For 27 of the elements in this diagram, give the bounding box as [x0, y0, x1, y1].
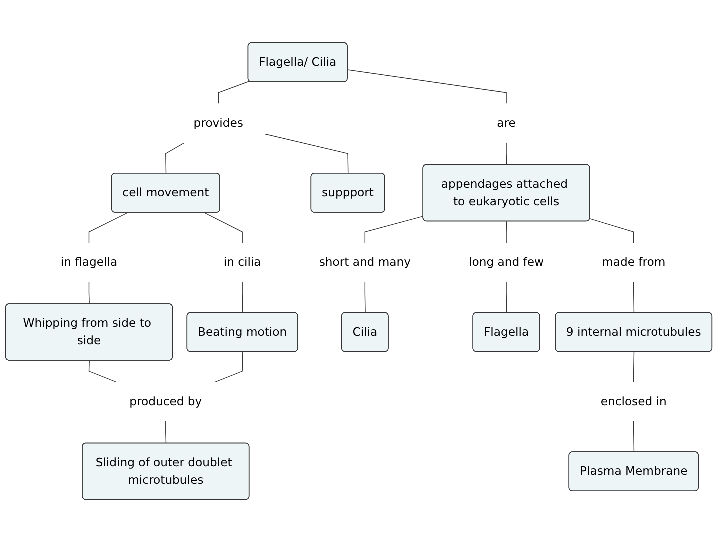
connector [204, 212, 243, 244]
connector [634, 420, 635, 452]
connector [166, 420, 167, 444]
connector [364, 282, 366, 314]
connector [634, 352, 635, 382]
node-text: produced by [130, 394, 202, 408]
node-text: are [497, 116, 516, 130]
connector [348, 69, 507, 104]
connector [88, 282, 90, 304]
connector [634, 282, 635, 314]
connector [242, 282, 244, 314]
connector [88, 360, 117, 382]
node-text: long and few [469, 255, 544, 269]
connector [88, 212, 128, 244]
connector [264, 134, 349, 174]
node-text: in cilia [224, 255, 262, 269]
connector [218, 80, 250, 104]
connector [506, 220, 508, 244]
node-text: in flagella [60, 255, 118, 269]
node-text: provides [194, 116, 244, 130]
connector [590, 218, 634, 244]
connector [364, 216, 424, 244]
connector [506, 142, 508, 166]
node-text: made from [602, 255, 666, 269]
node-text: short and many [319, 255, 411, 269]
node-text: enclosed in [600, 394, 667, 408]
connector [506, 282, 508, 314]
